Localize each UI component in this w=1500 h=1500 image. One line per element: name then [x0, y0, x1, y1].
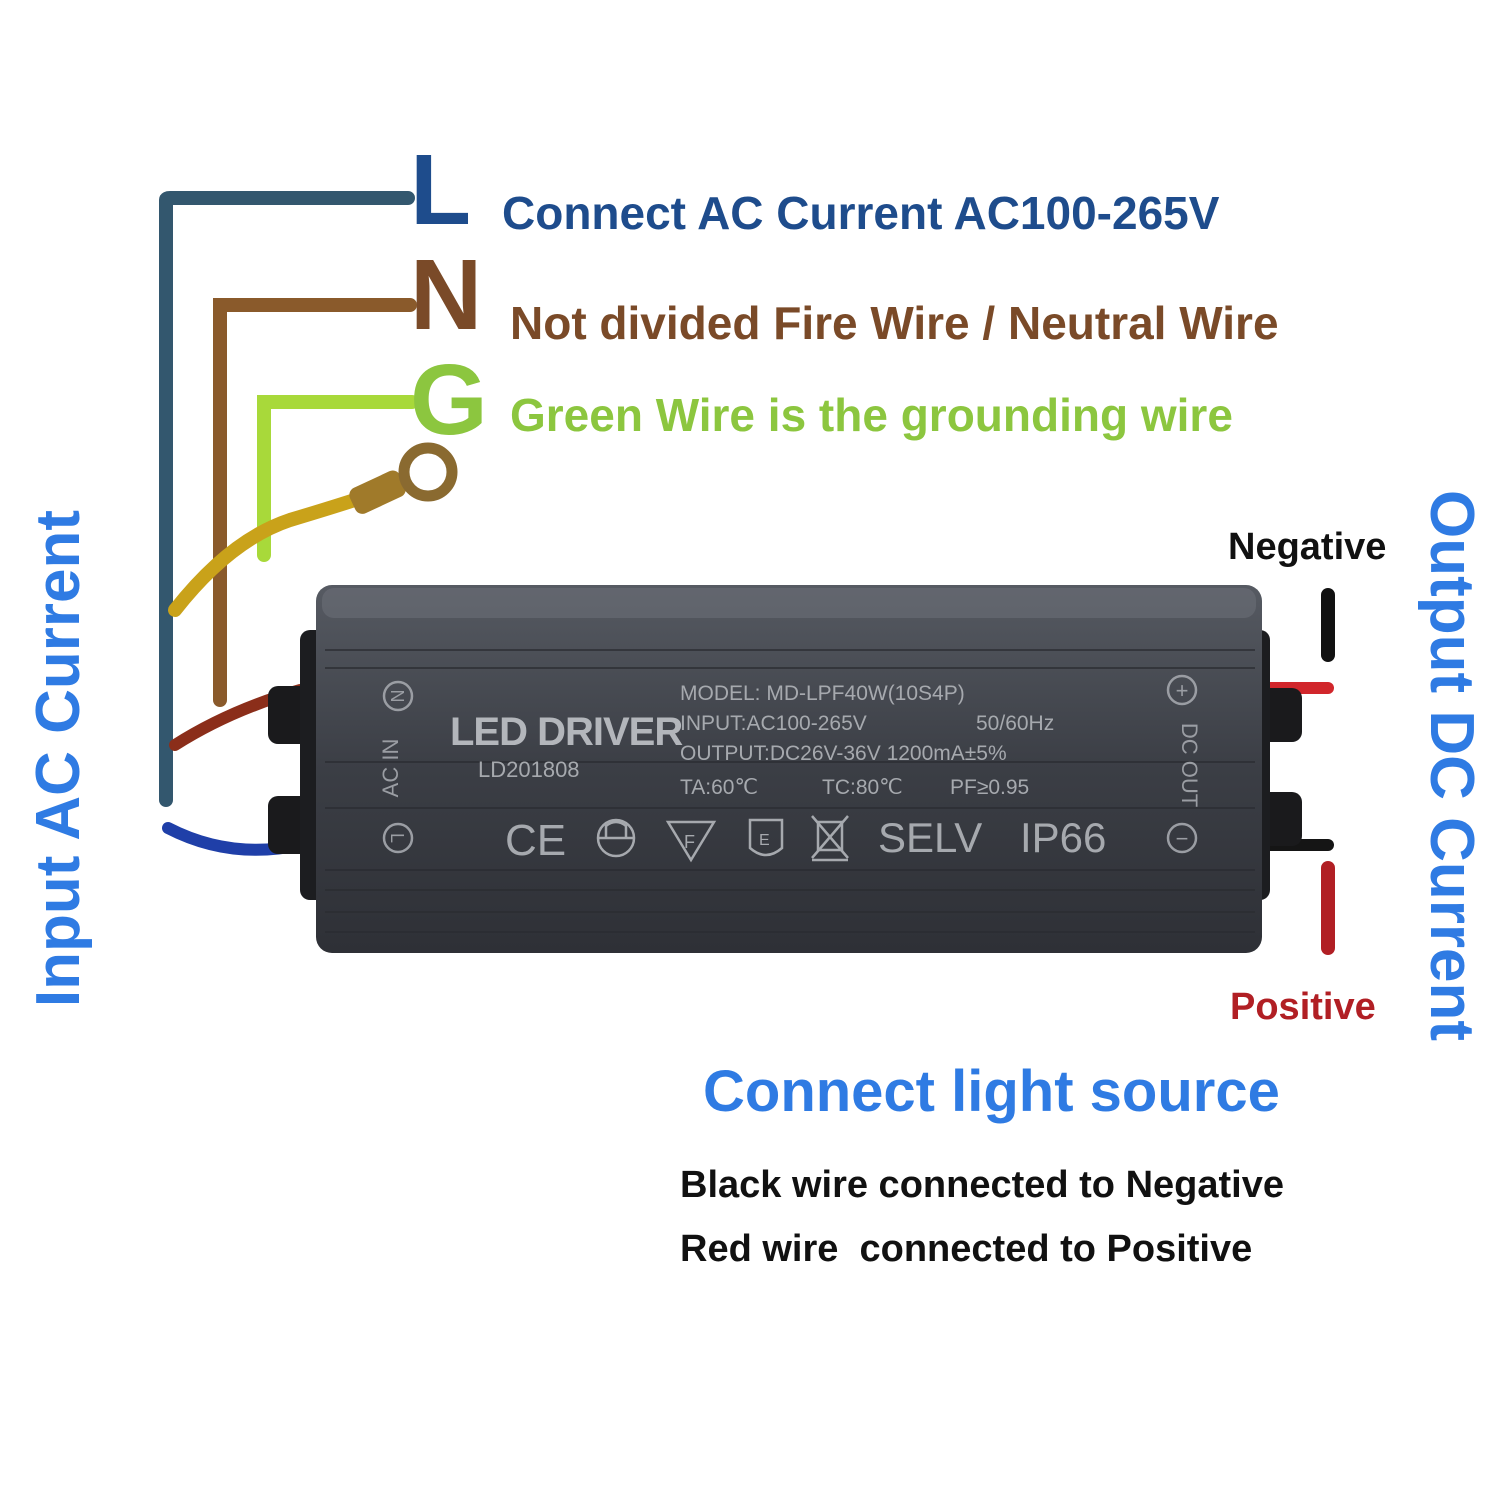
device-input: INPUT:AC100-265V	[680, 712, 867, 735]
device-tc: TC:80℃	[822, 776, 903, 799]
shield-cert-icon: E	[748, 818, 784, 857]
device-code: LD201808	[478, 757, 580, 782]
plus-terminal-marker: +	[1176, 678, 1189, 703]
negative-label: Negative	[1228, 526, 1387, 568]
device-output: OUTPUT:DC26V-36V 1200mA±5%	[680, 742, 1007, 765]
device-name: LED DRIVER	[450, 710, 683, 754]
red-wire-note: Red wire connected to Positive	[680, 1228, 1253, 1270]
live-guide-line	[159, 191, 415, 807]
black-wire-note: Black wire connected to Negative	[680, 1164, 1284, 1206]
device-frequency: 50/60Hz	[976, 712, 1054, 735]
f-mark-label: F	[684, 832, 695, 852]
live-description: Connect AC Current AC100-265V	[502, 187, 1220, 239]
n-terminal-marker: N	[387, 690, 407, 703]
f-mark-icon: F	[665, 820, 717, 863]
l-terminal-marker: L	[387, 833, 407, 843]
ground-letter: G	[410, 344, 488, 456]
output-dc-label: Output DC Current	[1417, 490, 1486, 1042]
driver-case	[316, 585, 1262, 953]
shield-cert-label: E	[759, 832, 770, 849]
positive-label: Positive	[1230, 986, 1376, 1028]
ground-guide-line	[257, 395, 419, 562]
neutral-description: Not divided Fire Wire / Neutral Wire	[510, 297, 1279, 349]
dc-out-marking: DC OUT	[1177, 723, 1202, 807]
device-model: MODEL: MD-LPF40W(10S4P)	[680, 682, 965, 705]
safety-class-icon	[596, 818, 636, 858]
weee-bin-icon	[811, 815, 849, 862]
ip-rating: IP66	[1020, 814, 1106, 861]
live-letter: L	[410, 134, 472, 246]
neutral-letter: N	[410, 239, 483, 351]
device-ta: TA:60℃	[680, 776, 758, 799]
connect-light-source-heading: Connect light source	[703, 1059, 1280, 1124]
ground-wire-with-ring-terminal	[168, 442, 458, 617]
selv-mark: SELV	[878, 814, 982, 861]
ce-mark: CE	[505, 816, 566, 865]
device-pf: PF≥0.95	[950, 776, 1029, 799]
minus-terminal-marker: −	[1176, 826, 1189, 851]
ac-in-marking: AC IN	[378, 739, 403, 798]
ground-description: Green Wire is the grounding wire	[510, 389, 1233, 441]
